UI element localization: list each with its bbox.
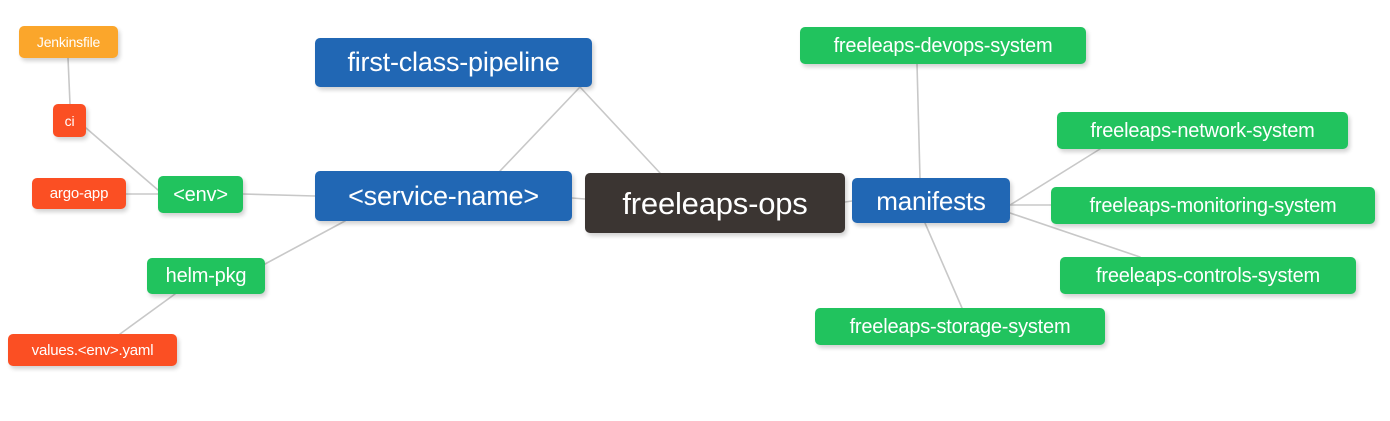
node-label-freeleaps-ops: freeleaps-ops	[622, 185, 808, 221]
edge-service-name-to-first-class-pipeline	[499, 86, 581, 172]
node-freeleaps-monitoring-system[interactable]: freeleaps-monitoring-system	[1051, 187, 1375, 224]
node-first-class-pipeline[interactable]: first-class-pipeline	[315, 38, 592, 87]
edge-service-name-to-freeleaps-ops	[571, 197, 586, 200]
node-label-argo-app: argo-app	[49, 185, 109, 202]
node-env[interactable]: <env>	[158, 176, 243, 213]
node-jenkinsfile[interactable]: Jenkinsfile	[19, 26, 118, 58]
node-label-values-yaml: values.<env>.yaml	[31, 341, 154, 359]
node-freeleaps-storage-system[interactable]: freeleaps-storage-system	[815, 308, 1105, 345]
edge-freeleaps-ops-to-manifests	[844, 200, 853, 203]
node-helm-pkg[interactable]: helm-pkg	[147, 258, 265, 294]
node-label-freeleaps-controls-system: freeleaps-controls-system	[1096, 264, 1320, 287]
node-label-freeleaps-monitoring-system: freeleaps-monitoring-system	[1089, 194, 1337, 217]
node-service-name[interactable]: <service-name>	[315, 171, 572, 221]
node-label-jenkinsfile: Jenkinsfile	[36, 34, 101, 50]
node-freeleaps-network-system[interactable]: freeleaps-network-system	[1057, 112, 1348, 149]
node-label-freeleaps-network-system: freeleaps-network-system	[1090, 119, 1315, 142]
node-label-helm-pkg: helm-pkg	[165, 265, 247, 287]
node-freeleaps-controls-system[interactable]: freeleaps-controls-system	[1060, 257, 1356, 294]
node-manifests[interactable]: manifests	[852, 178, 1010, 223]
edge-env-to-service-name	[242, 193, 316, 197]
edge-helm-pkg-to-values-yaml	[119, 293, 176, 335]
edge-service-name-to-helm-pkg	[264, 220, 346, 265]
node-freeleaps-ops[interactable]: freeleaps-ops	[585, 173, 845, 233]
node-label-freeleaps-devops-system: freeleaps-devops-system	[833, 34, 1053, 57]
node-values-yaml[interactable]: values.<env>.yaml	[8, 334, 177, 366]
node-label-ci: ci	[64, 112, 75, 129]
node-label-freeleaps-storage-system: freeleaps-storage-system	[849, 315, 1071, 338]
node-label-first-class-pipeline: first-class-pipeline	[347, 47, 560, 77]
edge-manifests-to-freeleaps-devops-system	[916, 63, 921, 179]
node-label-env: <env>	[173, 183, 228, 206]
node-label-service-name: <service-name>	[348, 180, 539, 211]
node-freeleaps-devops-system[interactable]: freeleaps-devops-system	[800, 27, 1086, 64]
edge-first-class-pipeline-to-freeleaps-ops	[579, 86, 661, 174]
edge-jenkinsfile-to-ci	[67, 57, 71, 105]
node-argo-app[interactable]: argo-app	[32, 178, 126, 209]
node-label-manifests: manifests	[876, 185, 986, 216]
node-ci[interactable]: ci	[53, 104, 86, 137]
edge-manifests-to-freeleaps-storage-system	[924, 222, 963, 309]
